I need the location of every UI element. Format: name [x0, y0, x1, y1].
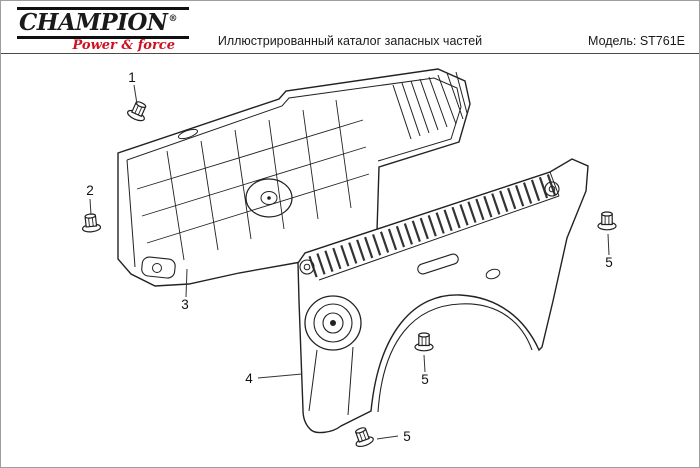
- callout-5b-label: 5: [421, 372, 429, 387]
- callout-5c-label: 5: [403, 429, 411, 444]
- logo-top-rule: [17, 7, 189, 10]
- bolt-part-2: [80, 212, 102, 234]
- callout-5a-label: 5: [605, 255, 613, 270]
- belt-guard-part: [297, 158, 589, 434]
- callout-numbers: 1 2 3 4 5 5 5: [86, 70, 613, 444]
- catalog-title: Иллюстрированный каталог запасных частей: [217, 34, 483, 48]
- registered-mark: ®: [168, 14, 177, 25]
- logo-tagline: Power & force: [72, 38, 176, 54]
- left-cover-part: [117, 68, 471, 287]
- callout-2-label: 2: [86, 183, 94, 198]
- callout-1-label: 1: [128, 70, 136, 85]
- callout-4-label: 4: [245, 371, 253, 386]
- logo-bottom-rule: [17, 36, 189, 40]
- callout-3-label: 3: [181, 297, 189, 312]
- bolt-part-5-middle: [414, 332, 434, 352]
- bolt-part-1: [125, 98, 151, 124]
- brand-logo: CHAMPION® Power & force: [17, 7, 189, 53]
- model-label: Модель: ST761E: [588, 34, 685, 48]
- bolt-part-5-right: [597, 211, 617, 231]
- header: CHAMPION® Power & force Иллюстрированный…: [1, 1, 699, 54]
- logo-wordmark: CHAMPION®: [17, 9, 189, 36]
- logo-wordmark-text: CHAMPION: [19, 9, 168, 36]
- callout-leaders: [89, 84, 610, 440]
- bolt-part-5-bottom: [350, 424, 376, 449]
